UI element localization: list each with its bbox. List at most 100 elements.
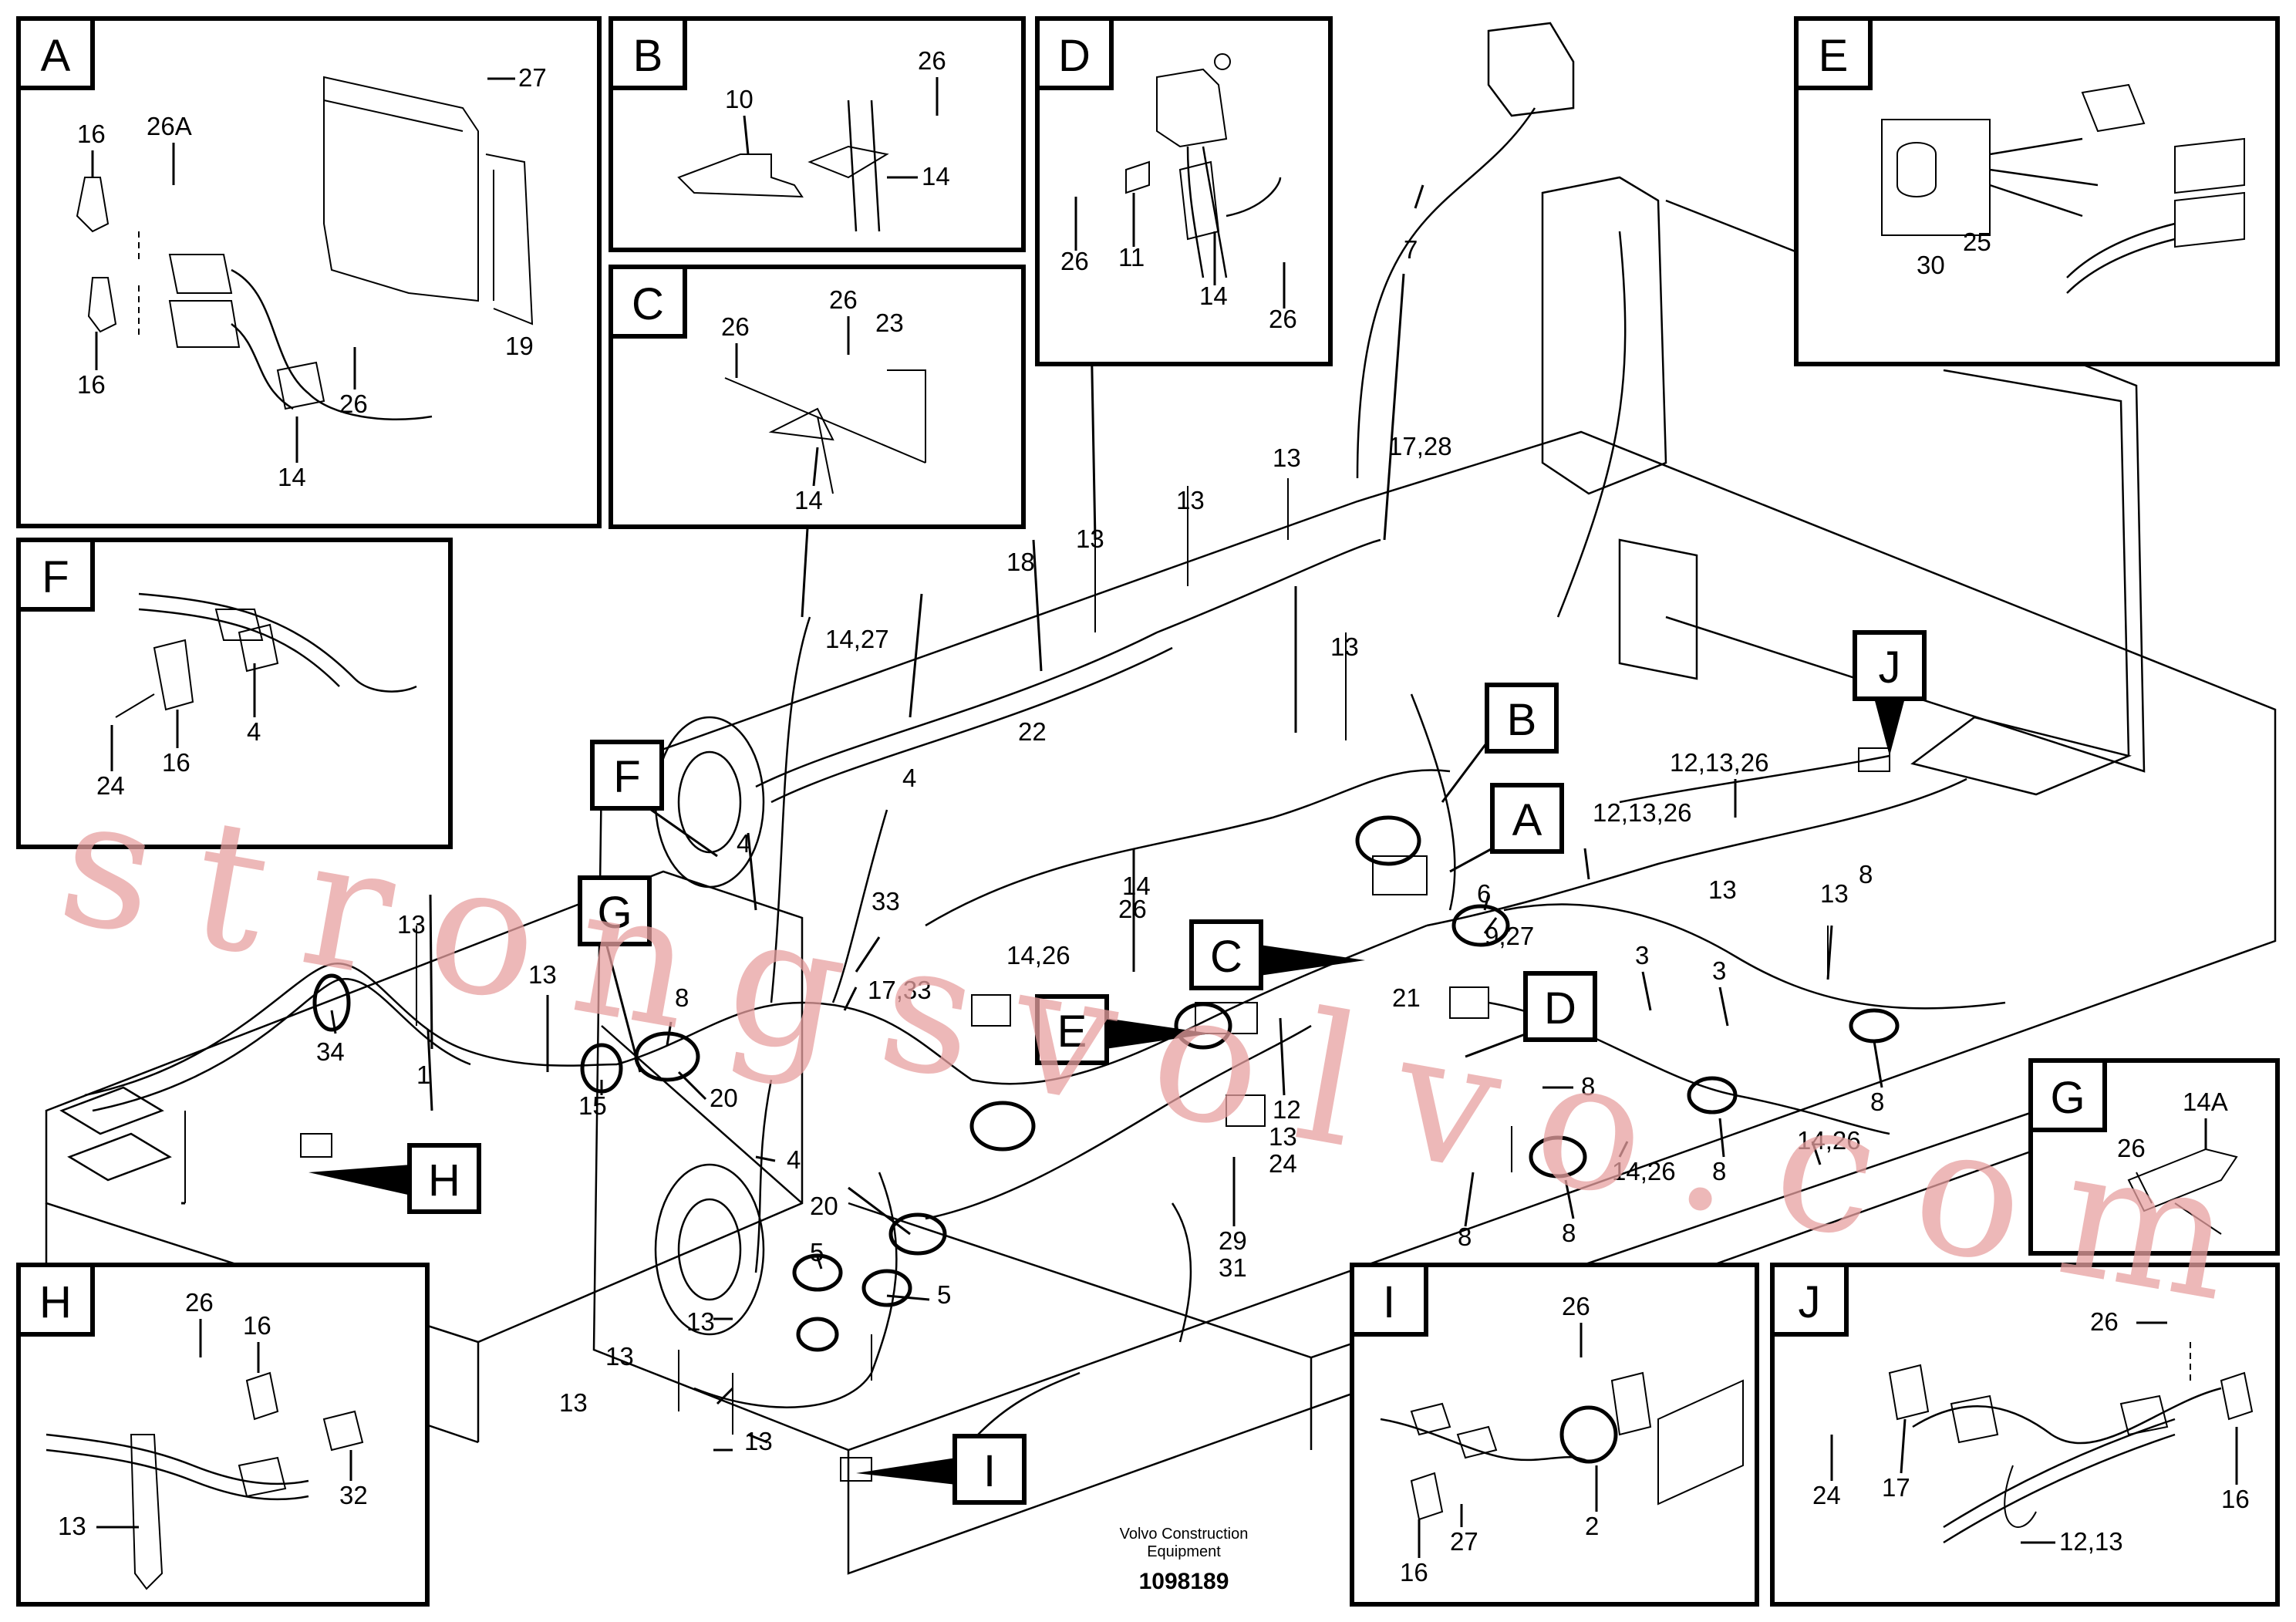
- detail-box-letter: H: [39, 1277, 72, 1327]
- label-32: 32: [339, 1481, 368, 1509]
- part-label: 12,13,26: [1593, 798, 1691, 827]
- callout-tag: B: [1507, 695, 1537, 745]
- part-label: 14,26: [1612, 1157, 1676, 1185]
- part-label: 13: [1273, 443, 1301, 472]
- part-label: 8: [1581, 1072, 1595, 1101]
- label-16: 16: [162, 748, 190, 777]
- part-label: 3: [1712, 956, 1726, 985]
- part-label: 7: [1404, 235, 1418, 264]
- part-label: 8: [1562, 1219, 1576, 1247]
- detail-box-D: D 26 11 14 26: [1035, 16, 1333, 366]
- drawing-number: 1098189: [1139, 1569, 1229, 1594]
- label-27: 27: [518, 63, 547, 92]
- part-label: 13: [686, 1307, 715, 1336]
- label-26: 26: [1269, 305, 1297, 333]
- part-label: 17,33: [868, 976, 932, 1004]
- label-16: 16: [243, 1311, 271, 1340]
- part-label: 22: [1018, 717, 1047, 746]
- detail-box-letter: E: [1819, 31, 1849, 81]
- label-26: 26: [339, 389, 368, 418]
- part-label: 31: [1219, 1253, 1247, 1282]
- label-12-13: 12,13: [2059, 1527, 2123, 1556]
- detail-box-A: A 27 16 26A 16 26 14 19: [16, 16, 602, 528]
- part-label: 26: [1118, 895, 1147, 923]
- detail-box-letter: G: [2050, 1073, 2085, 1123]
- part-label: 13: [1708, 875, 1737, 904]
- detail-box-letter: D: [1058, 31, 1091, 81]
- label-11: 11: [1118, 243, 1145, 271]
- label-26: 26: [829, 285, 858, 314]
- wire-harness-drawing: [84, 478, 2006, 1482]
- part-label: 14,26: [1797, 1126, 1861, 1155]
- detail-box-B: B 26 10 14: [609, 16, 1026, 252]
- label-16: 16: [77, 120, 106, 148]
- detail-box-J: J 26 24 17 16 12,13: [1770, 1263, 2280, 1607]
- detail-box-letter: C: [632, 279, 664, 329]
- label-14: 14: [922, 162, 950, 191]
- callout-tag: H: [428, 1155, 460, 1206]
- main-part-labels: 7 17,28 13 13 13 18 14,27 22 4 4 13 13 1…: [316, 235, 1884, 1455]
- callout-tag: D: [1544, 983, 1576, 1034]
- part-label: 13: [559, 1388, 588, 1417]
- label-2: 2: [1585, 1512, 1599, 1540]
- label-17: 17: [1882, 1473, 1910, 1502]
- part-label: 13: [1820, 879, 1849, 908]
- company-name-line2: Equipment: [1147, 1543, 1221, 1560]
- label-23: 23: [875, 309, 904, 337]
- label-26: 26: [2117, 1134, 2146, 1162]
- part-label: 14,26: [1006, 941, 1070, 969]
- part-label: 9,27: [1485, 922, 1534, 950]
- label-26: 26: [918, 46, 946, 75]
- detail-box-C: C 26 26 23 14: [609, 265, 1026, 529]
- label-4: 4: [247, 717, 261, 746]
- title-block: Volvo Construction Equipment 1098189: [1120, 1526, 1249, 1594]
- part-label: 14,27: [825, 625, 889, 653]
- part-label: 3: [1635, 941, 1649, 969]
- part-label: 18: [1006, 548, 1035, 576]
- label-16: 16: [1400, 1558, 1428, 1587]
- label-26: 26: [721, 312, 750, 341]
- callout-tag: C: [1210, 932, 1242, 982]
- label-26: 26: [185, 1288, 214, 1317]
- callout-tag: A: [1512, 795, 1542, 845]
- label-19: 19: [505, 332, 534, 360]
- detail-box-E: E 30 25: [1794, 16, 2280, 366]
- part-label: 24: [1269, 1149, 1297, 1178]
- label-27: 27: [1450, 1527, 1478, 1556]
- company-name: Volvo Construction: [1120, 1526, 1249, 1543]
- label-14: 14: [278, 463, 306, 491]
- part-label: 4: [787, 1145, 801, 1174]
- detail-box-letter: J: [1799, 1277, 1821, 1327]
- part-label: 5: [810, 1238, 824, 1266]
- part-label: 6: [1477, 879, 1491, 908]
- label-14: 14: [1199, 282, 1228, 310]
- detail-box-H: H 26 16 13 32: [16, 1263, 430, 1607]
- part-label: 13: [605, 1342, 634, 1371]
- part-label: 13: [1076, 524, 1104, 553]
- part-label: 13: [528, 960, 557, 989]
- part-label: 13: [1330, 632, 1359, 661]
- label-14A: 14A: [2183, 1088, 2228, 1116]
- part-label: 13: [397, 910, 426, 939]
- part-label: 21: [1392, 983, 1421, 1012]
- part-label: 13: [744, 1427, 773, 1455]
- part-label: 5: [937, 1280, 951, 1309]
- part-label: 12,13,26: [1670, 748, 1768, 777]
- callout-tag: E: [1057, 1007, 1087, 1057]
- label-26: 26: [2090, 1307, 2119, 1336]
- label-24: 24: [1812, 1481, 1841, 1509]
- part-label: 33: [872, 887, 900, 916]
- part-label: 8: [1870, 1088, 1884, 1116]
- label-30: 30: [1917, 251, 1945, 279]
- part-label: 15: [578, 1091, 607, 1120]
- part-label: 12: [1273, 1095, 1301, 1124]
- part-label: 8: [1859, 860, 1873, 889]
- part-label: 29: [1219, 1226, 1247, 1255]
- part-label: 4: [902, 764, 916, 792]
- label-26A: 26A: [147, 112, 192, 140]
- callout-tag: I: [983, 1446, 996, 1496]
- label-26: 26: [1562, 1292, 1590, 1320]
- label-14: 14: [794, 486, 823, 514]
- label-10: 10: [725, 85, 754, 113]
